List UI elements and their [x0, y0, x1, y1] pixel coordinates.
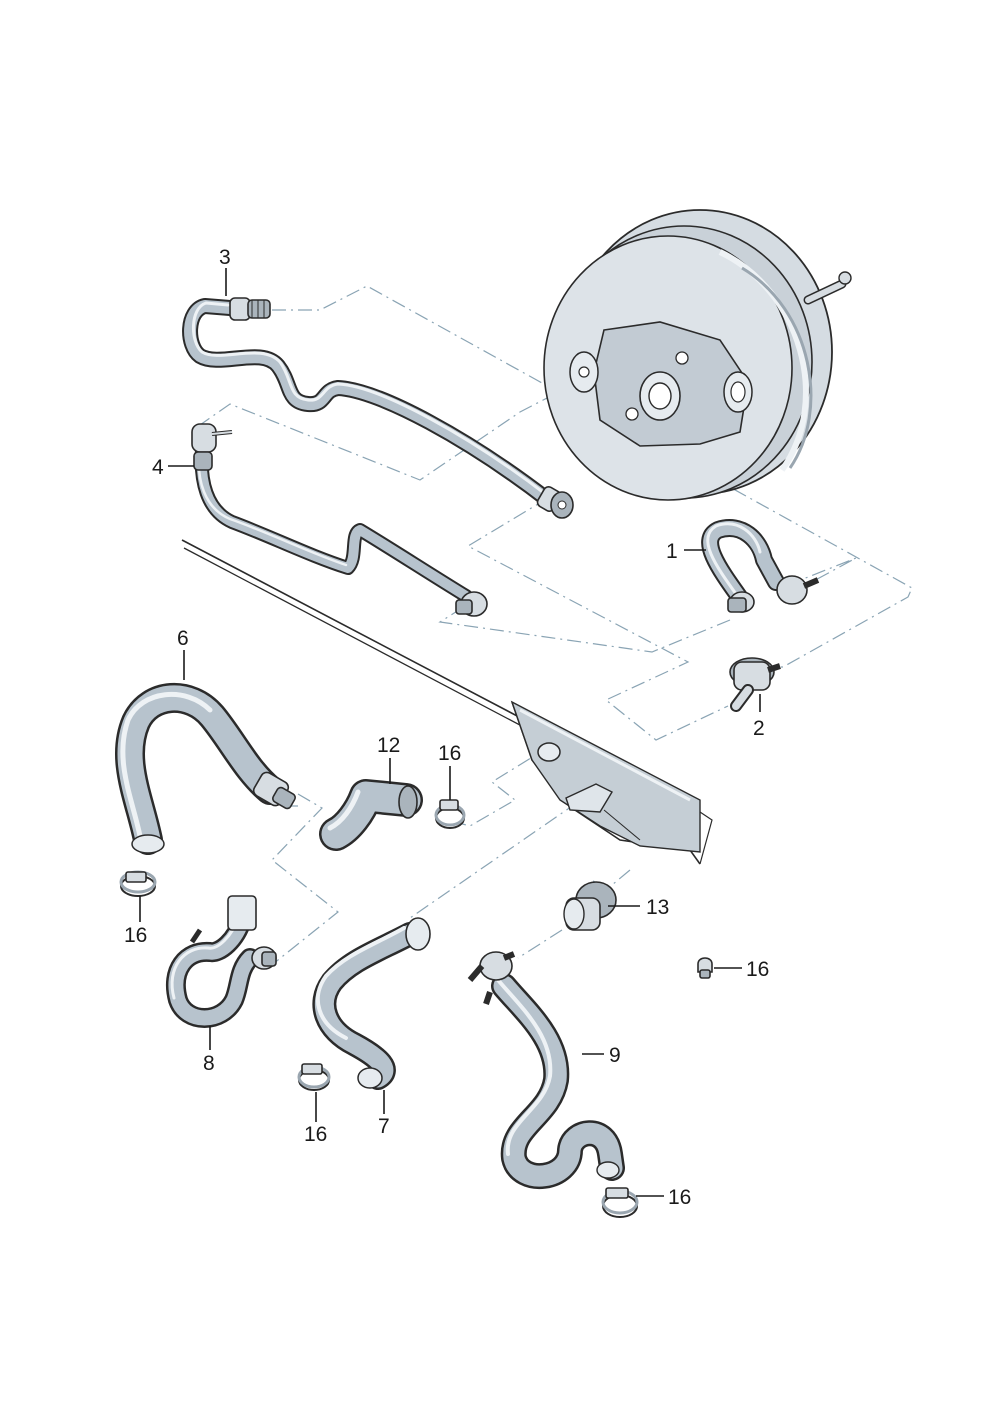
body-panel: [181, 539, 713, 865]
label-part-2: 2: [753, 717, 765, 740]
hose-7-icon: [312, 917, 431, 1090]
label-part-16-clamp-6: 16: [124, 924, 147, 947]
brake-booster-icon: [543, 209, 852, 501]
label-part-9: 9: [609, 1044, 621, 1067]
leader-lines: [139, 268, 761, 1197]
label-part-12: 12: [377, 734, 400, 757]
hose-6-icon: [115, 682, 296, 855]
label-part-16-clamp-12: 16: [438, 742, 461, 765]
clip-icon: [697, 957, 713, 979]
hose-8-icon: [166, 895, 277, 1028]
check-valve-2-icon: [729, 657, 781, 712]
hose-clamp-icon: [434, 799, 466, 829]
part-labels: 3 4 1 2 6 12 16 16 13 16 8 9 7 16 16: [124, 246, 769, 1209]
hose-1-icon: [701, 519, 820, 613]
label-part-4: 4: [152, 456, 164, 479]
vacuum-line-3-icon: [182, 297, 574, 519]
hose-clamp-icon: [601, 1187, 639, 1218]
label-part-16-clamp-7: 16: [304, 1123, 327, 1146]
label-part-6: 6: [177, 627, 189, 650]
hose-9-icon: [467, 951, 625, 1190]
hose-clamp-icon: [297, 1063, 331, 1091]
label-part-16-clamp-9: 16: [668, 1186, 691, 1209]
label-part-8: 8: [203, 1052, 215, 1075]
elbow-12-icon: [319, 779, 423, 851]
label-part-7: 7: [378, 1115, 390, 1138]
label-part-1: 1: [666, 540, 678, 563]
hose-clamp-icon: [119, 870, 157, 897]
label-part-16-loose: 16: [746, 958, 769, 981]
vacuum-line-4-icon: [191, 423, 488, 617]
label-part-3: 3: [219, 246, 231, 269]
label-part-13: 13: [646, 896, 669, 919]
grommet-13-icon: [563, 881, 617, 931]
